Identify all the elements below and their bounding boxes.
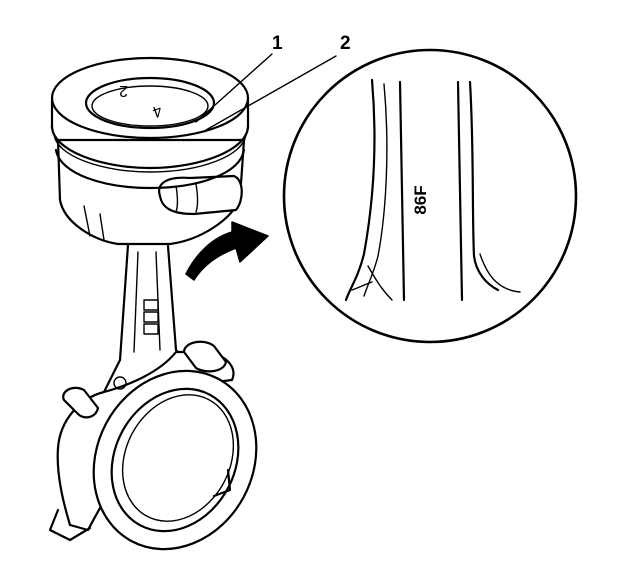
rod-stamp-label: 86F (411, 185, 430, 214)
connecting-rod (48, 243, 258, 551)
rod-mark (143, 323, 159, 335)
big-end-bearing (92, 369, 258, 551)
detail-magnifier: 86F (282, 48, 578, 344)
detail-circle (282, 48, 578, 344)
crown-mark-left: 2 (119, 82, 128, 99)
cap-bolt (182, 340, 228, 373)
cap-bolt (62, 386, 100, 419)
callout-1: 1 (272, 33, 283, 54)
rod-mark (143, 311, 159, 323)
rod-mark (143, 299, 159, 311)
crown-recess (84, 76, 216, 130)
callout-leaders (195, 53, 337, 131)
leader-line-2 (205, 55, 337, 131)
callout-2: 2 (340, 33, 351, 54)
leader-line-1 (195, 53, 273, 123)
piston: 2 4 (50, 56, 250, 246)
curved-arrow-icon (185, 221, 269, 281)
